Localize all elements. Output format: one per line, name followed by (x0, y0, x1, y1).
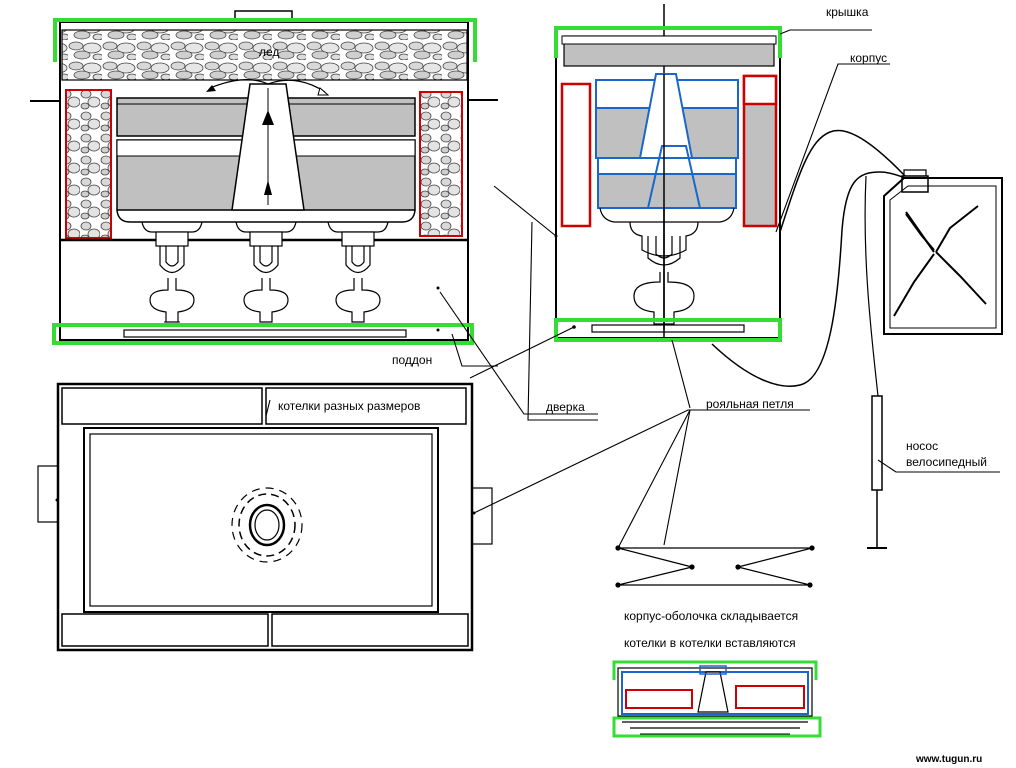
ice-rocks (61, 29, 468, 81)
right-handle (471, 487, 493, 545)
label-piano-hinge: рояльная петля (706, 397, 794, 411)
top-view (37, 382, 493, 652)
folding-schematic (615, 545, 815, 588)
label-lid: крышка (826, 5, 869, 19)
label-pump-line1: носос (906, 439, 938, 453)
fuel-canister (883, 169, 1003, 335)
burner-3 (327, 221, 389, 323)
nested-pots (612, 660, 822, 738)
right-rock-wall (419, 91, 463, 237)
label-nest-note: котелки в котелки вставляются (624, 636, 796, 650)
tray-green (52, 323, 474, 345)
lid-green (53, 18, 477, 62)
label-pump-line2: велосипедный (906, 455, 987, 469)
watermark: www.tugun.ru (915, 754, 982, 765)
label-door: дверка (546, 400, 585, 414)
burner-2 (235, 221, 297, 323)
left-handle (37, 465, 59, 523)
pump-hose (711, 171, 906, 387)
side-chimney-upper (638, 73, 694, 159)
burner-1 (141, 221, 203, 323)
fuel-hose (779, 129, 906, 233)
front-view (30, 10, 498, 345)
bicycle-pump (867, 395, 887, 549)
lid-handle (234, 10, 293, 20)
side-tray-green (554, 318, 782, 342)
label-tray: поддон (392, 353, 432, 367)
label-body: корпус (850, 51, 887, 65)
leader-lines (265, 29, 1000, 549)
label-ice: лед (259, 45, 279, 59)
label-fold-note: корпус-оболочка складывается (624, 609, 798, 623)
tray-plate (123, 329, 407, 338)
chimney-hole (248, 503, 286, 547)
side-view (554, 4, 782, 342)
side-lid-green (554, 26, 782, 58)
left-rock-wall (65, 89, 112, 239)
side-chimney-lower (646, 145, 702, 209)
side-left-wall (560, 82, 592, 228)
label-pots-sizes: котелки разных размеров (278, 399, 420, 413)
